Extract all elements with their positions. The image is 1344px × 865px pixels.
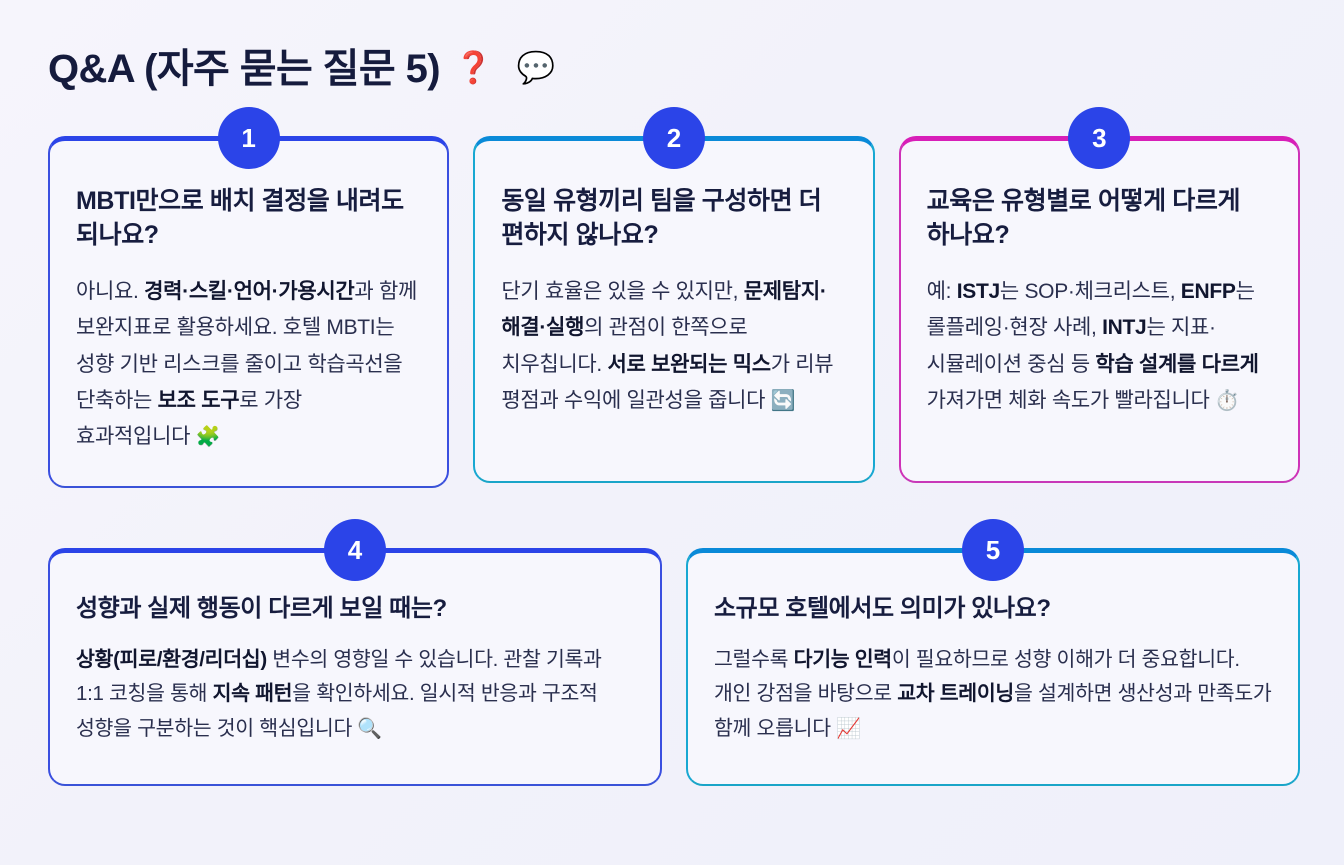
question-mark-icon: ❓	[453, 49, 493, 85]
faq-badge-3: 3	[1068, 107, 1131, 169]
faq-badge-5: 5	[962, 518, 1024, 581]
faq-question-2: 동일 유형끼리 팀을 구성하면 더 편하지 않나요?	[501, 187, 822, 249]
page-header: Q&A (자주 묻는 질문 5) ❓ 💬	[48, 26, 1300, 104]
faq-card-3[interactable]: 3 교육은 유형별로 어떻게 다르게 하나요? 예: ISTJ는 SOP·체크리…	[898, 107, 1300, 483]
faq-badge-4: 4	[324, 518, 386, 581]
faq-question-4: 성향과 실제 행동이 다르게 보일 때는?	[76, 594, 447, 622]
faq-answer-2: 단기 효율은 있을 수 있지만, 문제탐지·해결·실행의 관점이 한쪽으로 치우…	[501, 280, 834, 412]
faq-badge-2: 2	[642, 107, 705, 169]
faq-card-2[interactable]: 2 동일 유형끼리 팀을 구성하면 더 편하지 않나요? 단기 효율은 있을 수…	[473, 107, 875, 483]
faq-column-5: 5 소규모 호텔에서도 의미가 있나요? 그럴수록 다기능 인력이 필요하므로 …	[686, 518, 1300, 786]
faq-question-3: 교육은 유형별로 어떻게 다르게 하나요?	[926, 187, 1241, 249]
faq-column-4: 4 성향과 실제 행동이 다르게 보일 때는? 상황(피로/환경/리더십) 변수…	[48, 518, 662, 786]
faq-row-top: 1 MBTI만으로 배치 결정을 내려도 되나요? 아니요. 경력·스킬·언어·…	[48, 107, 1300, 488]
faq-answer-1: 아니요. 경력·스킬·언어·가용시간과 함께 보완지표로 활용하세요. 호텔 M…	[76, 280, 418, 449]
faq-column-1: 1 MBTI만으로 배치 결정을 내려도 되나요? 아니요. 경력·스킬·언어·…	[48, 107, 450, 488]
faq-column-3: 3 교육은 유형별로 어떻게 다르게 하나요? 예: ISTJ는 SOP·체크리…	[898, 107, 1300, 488]
faq-card-5[interactable]: 5 소규모 호텔에서도 의미가 있나요? 그럴수록 다기능 인력이 필요하므로 …	[686, 518, 1300, 786]
faq-question-5: 소규모 호텔에서도 의미가 있나요?	[714, 594, 1051, 622]
faq-column-2: 2 동일 유형끼리 팀을 구성하면 더 편하지 않나요? 단기 효율은 있을 수…	[473, 107, 875, 488]
speech-bubble-icon: 💬	[516, 49, 556, 85]
faq-answer-5: 그럴수록 다기능 인력이 필요하므로 성향 이해가 더 중요합니다. 개인 강점…	[714, 647, 1272, 740]
faq-question-1: MBTI만으로 배치 결정을 내려도 되나요?	[76, 187, 404, 249]
faq-card-4[interactable]: 4 성향과 실제 행동이 다르게 보일 때는? 상황(피로/환경/리더십) 변수…	[48, 518, 662, 786]
faq-answer-3: 예: ISTJ는 SOP·체크리스트, ENFP는 롤플레잉·현장 사례, IN…	[926, 280, 1259, 412]
faq-answer-4: 상황(피로/환경/리더십) 변수의 영향일 수 있습니다. 관찰 기록과 1:1…	[76, 647, 602, 740]
faq-badge-1: 1	[217, 107, 280, 169]
faq-card-1[interactable]: 1 MBTI만으로 배치 결정을 내려도 되나요? 아니요. 경력·스킬·언어·…	[48, 107, 450, 488]
faq-row-bottom: 4 성향과 실제 행동이 다르게 보일 때는? 상황(피로/환경/리더십) 변수…	[48, 518, 1300, 786]
page-title: Q&A (자주 묻는 질문 5)	[48, 47, 441, 91]
